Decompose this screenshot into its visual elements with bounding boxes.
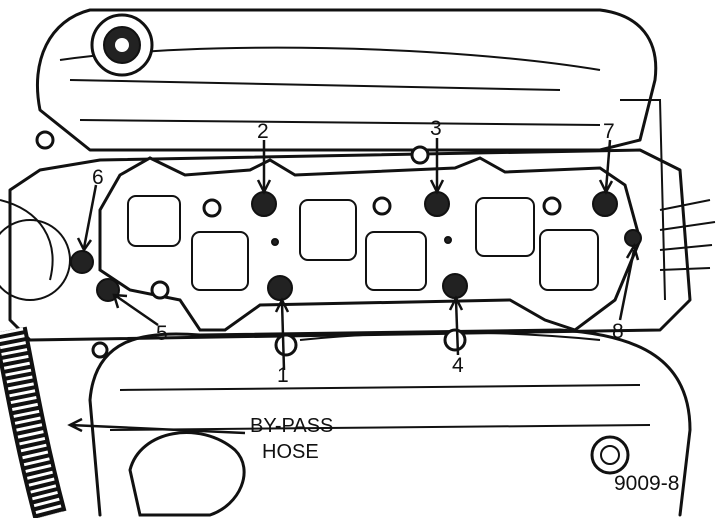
callout-4: 4 [452,354,464,377]
callout-7: 7 [603,120,615,143]
callout-arrows [67,138,640,435]
callout-6: 6 [92,166,104,189]
figure-id: 9009-8 [614,472,679,495]
bolt-7 [592,191,618,217]
manifold-gasket [98,156,642,332]
oil-filler-cap [90,13,154,77]
lower-valve-cover [88,328,692,517]
bypass-hose-label-line2: HOSE [262,441,319,463]
bypass-hose [0,199,71,518]
manifold-bolts [35,130,642,302]
bolt-1 [267,275,293,301]
bolt-3 [424,191,450,217]
bolt-2 [251,191,277,217]
callout-1: 1 [277,364,289,387]
bolt-6 [70,250,94,274]
callout-8: 8 [612,320,624,343]
bolt-8 [624,229,642,247]
callout-5: 5 [156,322,168,345]
callout-3: 3 [430,117,442,140]
bolt-4 [442,273,468,299]
bypass-hose-label-line1: BY-PASS [250,415,333,437]
callout-2: 2 [257,120,269,143]
